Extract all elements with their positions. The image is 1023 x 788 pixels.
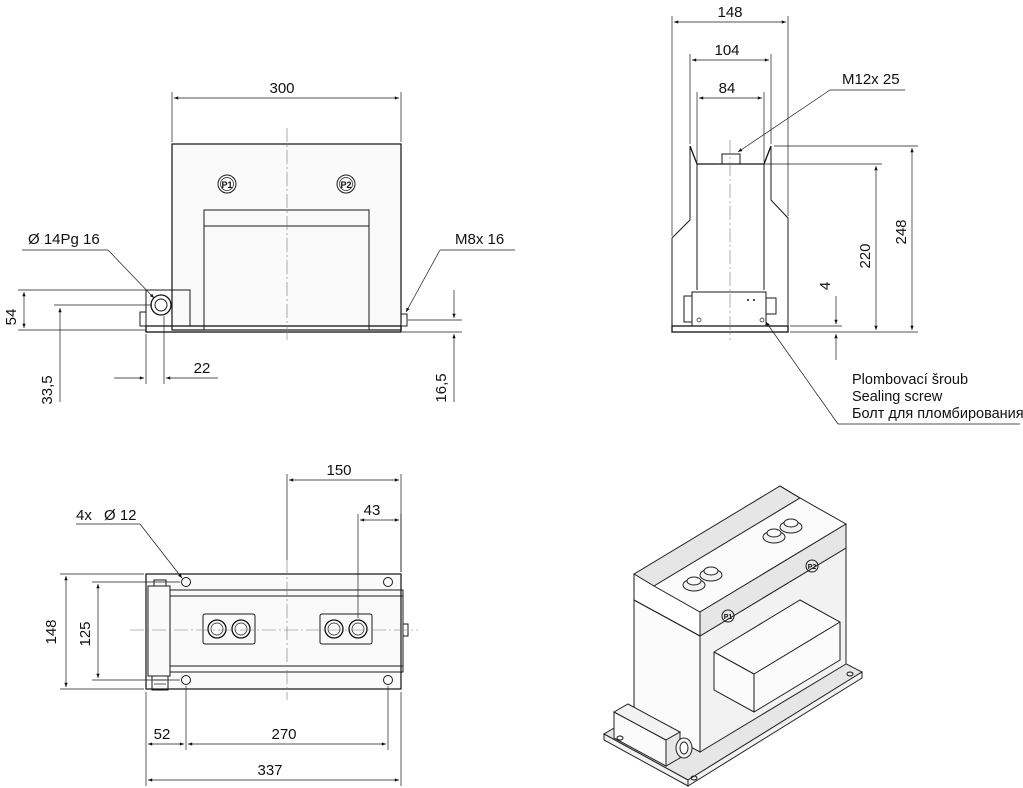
dim-side-base: 4: [817, 282, 834, 290]
sealing-screw-label-ru: Болт для пломбирования: [852, 406, 1023, 422]
dim-top-hole-offset: 43: [364, 502, 381, 519]
front-terminal-box: [145, 289, 191, 327]
iso-terminal-p1-icon: [682, 566, 723, 592]
terminal-p2-label: P2: [340, 180, 351, 190]
dim-top-hole-spacing: 125: [77, 621, 94, 646]
iso-marker-p1-icon: P1: [721, 609, 735, 623]
svg-text:P1: P1: [724, 614, 733, 621]
callout-holes-diameter: Ø 12: [104, 507, 137, 524]
dim-top-hole-pitch: 270: [271, 726, 296, 743]
terminal-p1-icon: P1: [217, 174, 237, 194]
terminal-pad-p2: [319, 613, 373, 645]
terminal-pad-p1: [202, 613, 256, 645]
terminal-p2-icon: P2: [336, 174, 356, 194]
dim-front-width: 300: [269, 80, 294, 97]
terminal-p1-label: P1: [221, 180, 232, 190]
dim-front-height-left: 54: [3, 309, 20, 326]
dim-front-offset: 22: [194, 360, 211, 377]
dim-top-half-length: 150: [326, 462, 351, 479]
iso-terminal-p2-icon: [762, 518, 803, 544]
front-side-bolt: [400, 313, 408, 327]
dim-top-width: 148: [43, 619, 60, 644]
mounting-hole-icon: [383, 577, 393, 587]
dim-side-width-inner: 84: [719, 80, 736, 97]
callout-top-bolt: M12x 25: [842, 71, 900, 88]
top-base-plate: [145, 573, 402, 690]
callout-side-bolt: M8x 16: [455, 231, 504, 248]
top-view: 4x Ø 12 150 43 148 125 52 270 3: [43, 462, 418, 786]
dim-side-height-inner: 220: [857, 243, 874, 268]
callout-holes-count: 4x: [76, 507, 92, 524]
front-view: P1 P2 300 Ø 14Pg 16 M8x 16 54 33,5: [3, 80, 515, 405]
mounting-hole-icon: [383, 675, 393, 685]
mounting-hole-icon: [181, 675, 191, 685]
dim-top-left-offset: 52: [154, 726, 171, 743]
isometric-view: P1 P2: [602, 485, 864, 787]
sealing-screw-label-cz: Plombovací šroub: [852, 372, 968, 388]
dim-front-bolt-height: 16,5: [433, 373, 450, 402]
callout-cable-gland: Ø 14Pg 16: [28, 231, 100, 248]
front-window: [203, 209, 370, 331]
iso-marker-p2-icon: P2: [805, 559, 819, 573]
mounting-hole-icon: [181, 577, 191, 587]
svg-text:P2: P2: [808, 564, 817, 571]
side-top-bolt: [721, 153, 741, 165]
side-view: 148 104 84 M12x 25 248 220 4 Plombovací: [671, 4, 1023, 425]
dim-side-height-total: 248: [893, 219, 910, 244]
dim-side-width-outer: 148: [717, 4, 742, 21]
front-housing: [171, 143, 402, 331]
front-base-plate: [145, 325, 402, 333]
sealing-screw-label-en: Sealing screw: [852, 389, 943, 405]
dim-front-cable-height: 33,5: [39, 375, 56, 404]
dim-side-width-mid: 104: [714, 42, 739, 59]
side-terminal-box: [691, 291, 767, 327]
dim-top-total-length: 337: [257, 762, 282, 779]
